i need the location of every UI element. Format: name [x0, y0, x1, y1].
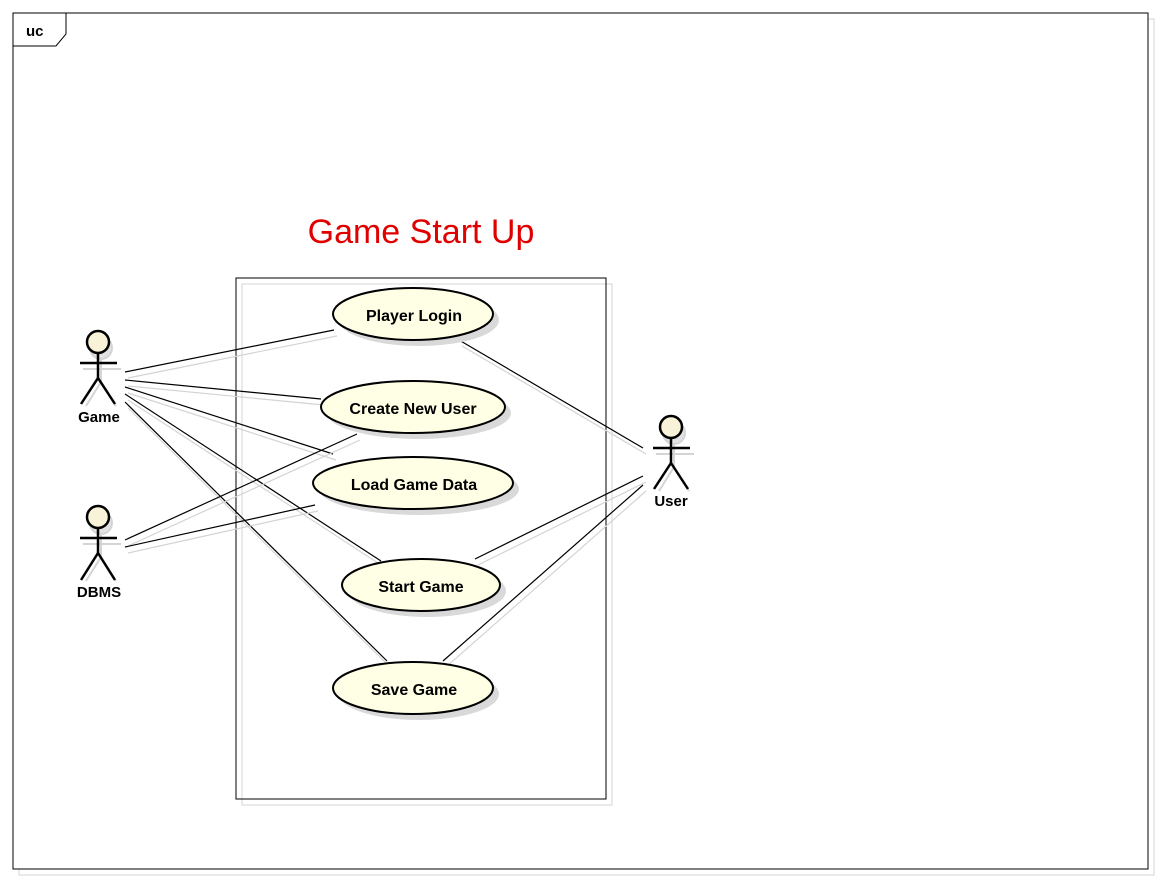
stick-figure-icon [652, 414, 690, 490]
association-user-save-game[interactable] [442, 484, 647, 668]
use-case-label: Player Login [366, 308, 462, 325]
association-game-player-login[interactable] [124, 329, 338, 379]
use-case-load-game-data[interactable]: Load Game Data [312, 456, 519, 515]
use-case-label: Load Game Data [351, 477, 477, 494]
associations [124, 329, 647, 668]
association-game-save-game[interactable] [124, 401, 391, 668]
association-game-create-new-user[interactable] [124, 379, 325, 406]
stick-figure-icon [79, 329, 117, 405]
system-boundary [235, 277, 613, 806]
system-title: Game Start Up [308, 213, 535, 251]
use-case-label: Save Game [371, 682, 457, 699]
association-dbms-create-new-user[interactable] [124, 433, 361, 547]
diagram-frame: uc [12, 12, 1155, 876]
actor-label: User [654, 493, 688, 510]
frame-tag-label: uc [26, 23, 44, 40]
actor-label: DBMS [77, 584, 121, 601]
association-dbms-load-game-data[interactable] [124, 504, 319, 554]
actor-label: Game [78, 409, 120, 426]
use-case-save-game[interactable]: Save Game [332, 661, 499, 720]
use-case-create-new-user[interactable]: Create New User [320, 380, 511, 439]
use-case-start-game[interactable]: Start Game [341, 558, 506, 617]
use-case-player-login[interactable]: Player Login [332, 287, 499, 346]
actor-dbms[interactable]: DBMS [77, 504, 121, 601]
association-game-start-game[interactable] [124, 393, 385, 568]
association-user-player-login[interactable] [458, 339, 647, 455]
use-case-label: Create New User [349, 401, 476, 418]
actor-game[interactable]: Game [78, 329, 121, 426]
use-case-label: Start Game [378, 579, 463, 596]
association-user-start-game[interactable] [474, 475, 647, 566]
association-game-load-game-data[interactable] [124, 386, 337, 461]
actor-user[interactable]: User [652, 414, 694, 510]
stick-figure-icon [79, 504, 117, 581]
frame-tag-box [12, 12, 67, 47]
